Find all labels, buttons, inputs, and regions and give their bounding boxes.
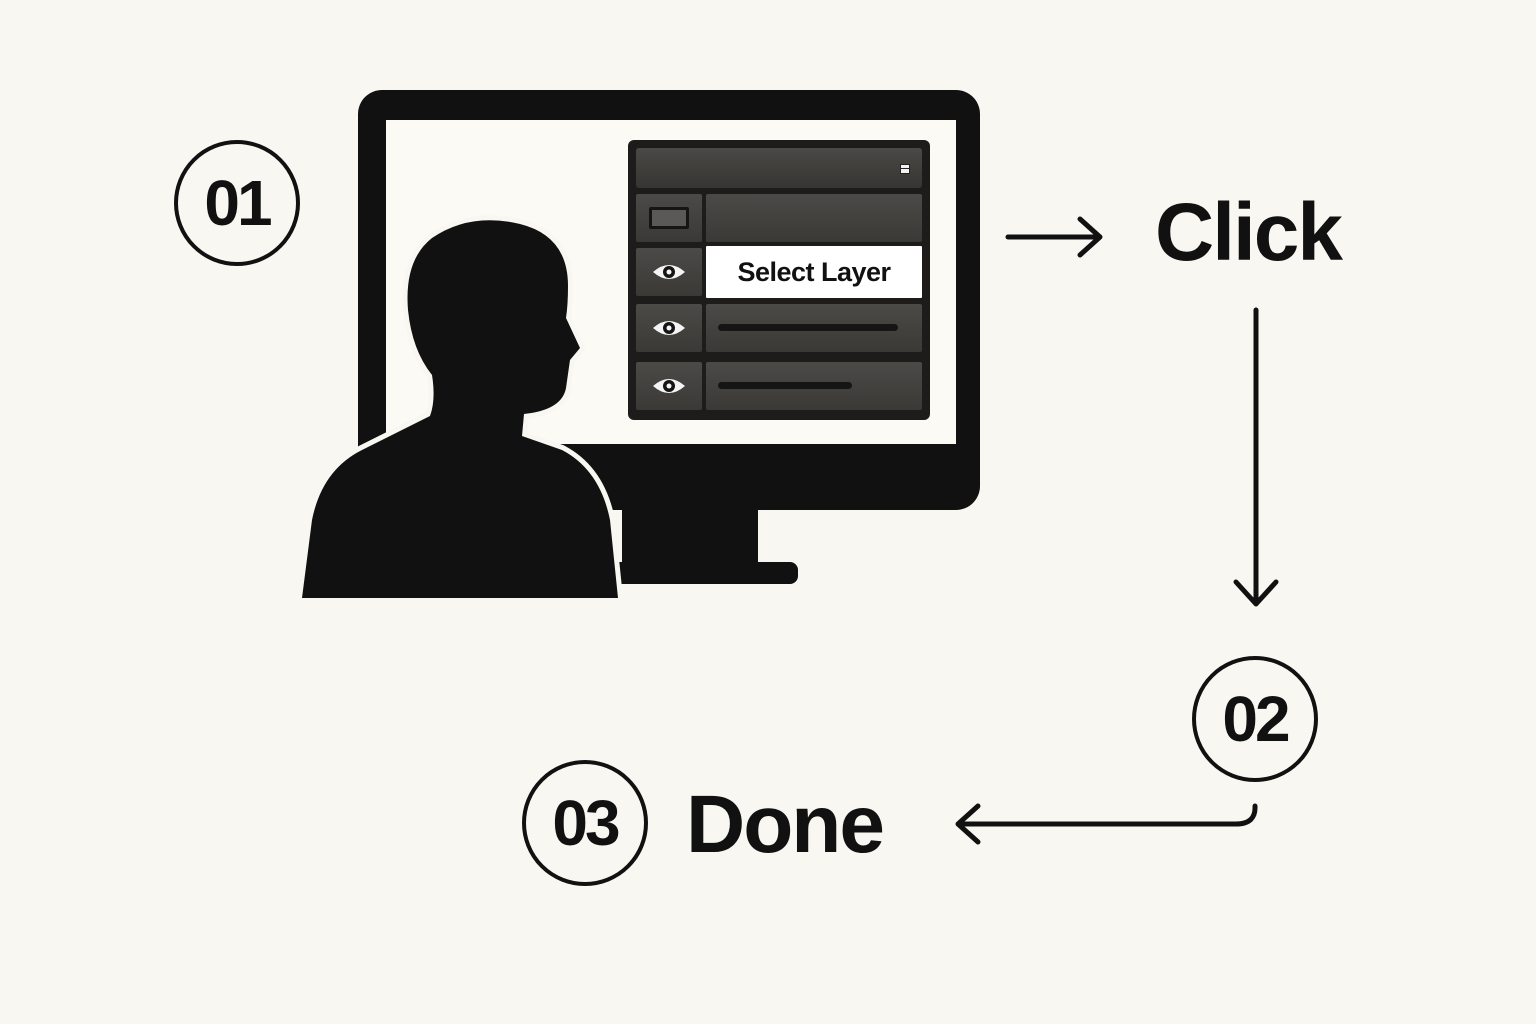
- layer-thumbnail-cell: [636, 194, 702, 242]
- layer-visibility-cell[interactable]: [636, 304, 702, 352]
- step-01-badge: 01: [174, 140, 300, 266]
- thumbnail-icon: [649, 207, 689, 229]
- eye-icon: [653, 321, 685, 335]
- layer-name-placeholder: [718, 324, 898, 331]
- eye-icon: [653, 265, 685, 279]
- layer-row-4[interactable]: [706, 362, 922, 410]
- monitor-stand: [622, 508, 758, 566]
- panel-header: [636, 148, 922, 188]
- step-03-number: 03: [552, 787, 620, 859]
- arrow-left: [955, 803, 1258, 845]
- done-label: Done: [686, 779, 885, 870]
- step-02-badge: 02: [1192, 656, 1318, 782]
- eye-icon: [653, 379, 685, 393]
- menu-icon[interactable]: [900, 164, 910, 174]
- layer-visibility-cell[interactable]: [636, 248, 702, 296]
- layer-row-3[interactable]: [706, 304, 922, 352]
- arrow-right: [1005, 216, 1103, 258]
- step-03-badge: 03: [522, 760, 648, 886]
- layer-name-placeholder: [718, 382, 852, 389]
- click-label: Click: [1155, 187, 1343, 278]
- select-layer-label: Select Layer: [737, 256, 891, 287]
- layers-panel: Select Layer: [628, 140, 930, 420]
- step-02-number: 02: [1222, 683, 1290, 755]
- layer-row-selected[interactable]: Select Layer: [706, 246, 922, 298]
- person-silhouette: [297, 215, 623, 603]
- monitor-base: [600, 562, 798, 584]
- layer-row-1[interactable]: [706, 194, 922, 242]
- layer-visibility-cell[interactable]: [636, 362, 702, 410]
- arrow-down: [1233, 307, 1279, 607]
- step-01-number: 01: [204, 167, 272, 239]
